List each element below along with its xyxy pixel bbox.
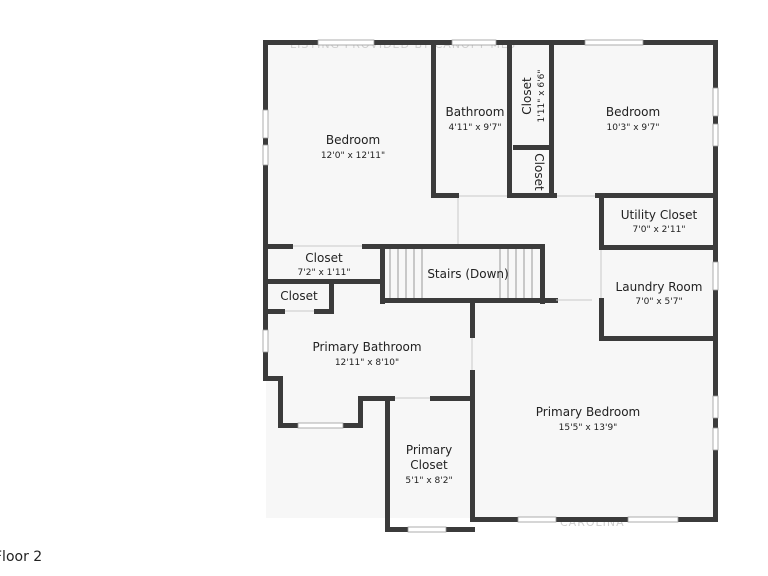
room-dims-primary-closet: 5'1" x 8'2": [405, 476, 452, 486]
room-name-closet-lower: Closet: [532, 153, 546, 191]
stairs-treads: [389, 249, 533, 298]
wall-west-closet-east: [329, 284, 334, 314]
room-name-primary-closet-line1: Primary: [406, 443, 452, 457]
room-name-closet-west: Closet: [280, 289, 318, 303]
room-dims-closet-hall: 7'2" x 1'11": [298, 268, 351, 278]
room-name-stairs: Stairs (Down): [427, 267, 508, 281]
wall-closet-top-joint: [390, 396, 395, 401]
room-name-bathroom: Bathroom: [446, 105, 505, 119]
wall-west-upper: [263, 40, 268, 381]
room-dims-bedroom-nw: 12'0" x 12'11": [321, 151, 385, 161]
wall-bay-west: [278, 376, 283, 428]
room-name-closet-hall: Closet: [305, 251, 343, 265]
wall-bed-bath: [431, 42, 436, 198]
room-name-utility-closet: Utility Closet: [621, 208, 698, 222]
room-dims-bedroom-ne: 10'3" x 9'7": [607, 123, 660, 133]
wall-closet-south: [507, 193, 557, 198]
room-dims-closet-upper: 1'11" x 6'6": [537, 70, 547, 123]
wall-west-closet-bottom-r: [314, 309, 334, 314]
wall-west-closet-bottom-l: [263, 309, 285, 314]
wall-hall-closet-top-left: [263, 244, 293, 249]
room-name-closet-upper: Closet: [520, 77, 534, 115]
wall-laundry-west: [599, 298, 604, 340]
room-name-primary-bedroom: Primary Bedroom: [536, 405, 640, 419]
wall-south: [470, 517, 718, 522]
wall-closet-west: [385, 396, 390, 531]
room-name-bedroom-nw: Bedroom: [326, 133, 380, 147]
wall-bath-closet: [507, 42, 512, 198]
wall-stairs-west: [380, 244, 385, 304]
room-name-laundry: Laundry Room: [616, 280, 703, 294]
wall-pbath-east-upper: [470, 303, 475, 338]
room-dims-primary-bedroom: 15'5" x 13'9": [559, 423, 618, 433]
room-name-primary-bathroom: Primary Bathroom: [312, 340, 421, 354]
wall-utility-west: [599, 193, 604, 250]
room-name-primary-closet-line2: Closet: [410, 458, 448, 472]
windows: [262, 39, 719, 533]
wall-bay-east: [358, 396, 363, 428]
wall-hall-closet-bottom: [263, 279, 385, 284]
wall-pbath-east-lower: [470, 370, 475, 522]
wall-stairs-bottom: [380, 298, 558, 303]
room-dims-utility-closet: 7'0" x 2'11": [633, 225, 686, 235]
wall-closet-top-left: [358, 396, 390, 401]
floor-label: Floor 2: [0, 549, 43, 565]
door-openings: [285, 195, 602, 399]
wall-bay-top: [263, 376, 283, 381]
wall-bedroom-ne-south: [595, 193, 718, 198]
wall-stairs-east: [540, 244, 545, 304]
wall-closet-divider: [513, 145, 553, 150]
wall-utility-south: [599, 245, 718, 250]
room-dims-laundry: 7'0" x 5'7": [635, 297, 682, 307]
wall-laundry-south: [599, 336, 718, 341]
wall-closet-bedroom: [549, 42, 554, 198]
wall-bath-south-left: [431, 193, 459, 198]
wall-stairs-top: [362, 244, 545, 249]
room-dims-bathroom: 4'11" x 9'7": [449, 123, 502, 133]
room-dims-primary-bathroom: 12'11" x 8'10": [335, 358, 399, 368]
room-name-bedroom-ne: Bedroom: [606, 105, 660, 119]
wall-closet-top-right: [430, 396, 475, 401]
